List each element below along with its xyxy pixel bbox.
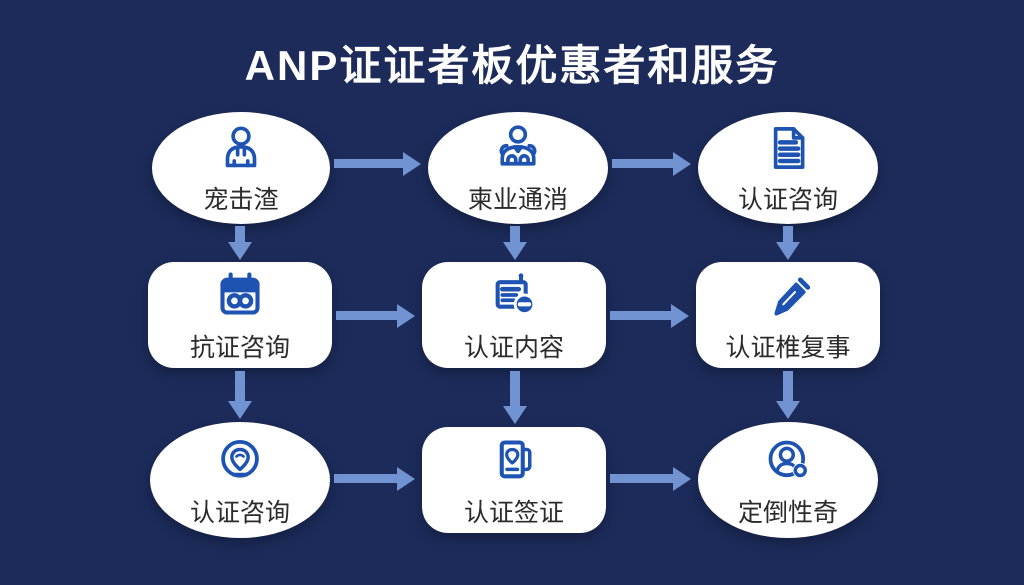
calendar-infinity-icon — [212, 267, 268, 323]
node-label: 宠击渣 — [203, 185, 279, 214]
user-badge-icon — [760, 432, 816, 488]
arrow-node7-node8 — [334, 474, 398, 483]
node-label: 柬业通消 — [467, 185, 568, 214]
node-label: 认证内容 — [463, 333, 564, 362]
arrow-node4-node5 — [336, 311, 398, 320]
node-label: 认证椎复事 — [725, 333, 851, 362]
location-pin-icon — [212, 432, 268, 488]
flow-node-4: 抗证咨询 — [148, 262, 332, 368]
node-label: 抗证咨询 — [189, 333, 290, 362]
page-title: ANP证证者板优惠者和服务 — [244, 42, 780, 89]
passport-stamp-icon — [486, 432, 542, 488]
pencil-icon — [760, 267, 816, 323]
arrow-node5-node6 — [610, 311, 672, 320]
flow-node-3: 认证咨询 — [698, 112, 878, 224]
arrow-node5-node8 — [510, 371, 520, 407]
node-label: 认证咨询 — [189, 498, 290, 527]
flow-node-7: 认证咨询 — [150, 422, 330, 538]
flow-node-9: 定倒性奇 — [698, 422, 878, 538]
flow-node-1: 宠击渣 — [152, 112, 330, 224]
arrow-node1-node2 — [334, 159, 404, 168]
team-icon — [491, 121, 545, 175]
clipboard-minus-icon — [486, 267, 542, 323]
arrow-node3-node6 — [783, 226, 793, 243]
document-icon — [761, 121, 815, 175]
flow-node-6: 认证椎复事 — [696, 262, 880, 368]
node-label: 认证签证 — [463, 498, 564, 527]
arrow-node4-node7 — [235, 371, 245, 402]
arrow-node1-node4 — [235, 226, 245, 243]
arrow-node2-node5 — [510, 226, 520, 243]
node-label: 认证咨询 — [737, 185, 838, 214]
flow-node-5: 认证内容 — [422, 262, 606, 368]
flow-node-2: 柬业通消 — [428, 112, 608, 224]
arrow-node8-node9 — [610, 474, 674, 483]
flow-node-8: 认证签证 — [422, 427, 606, 533]
arrow-node6-node9 — [783, 371, 793, 402]
arrow-node2-node3 — [612, 159, 674, 168]
user-icon — [214, 121, 268, 175]
node-label: 定倒性奇 — [737, 498, 838, 527]
